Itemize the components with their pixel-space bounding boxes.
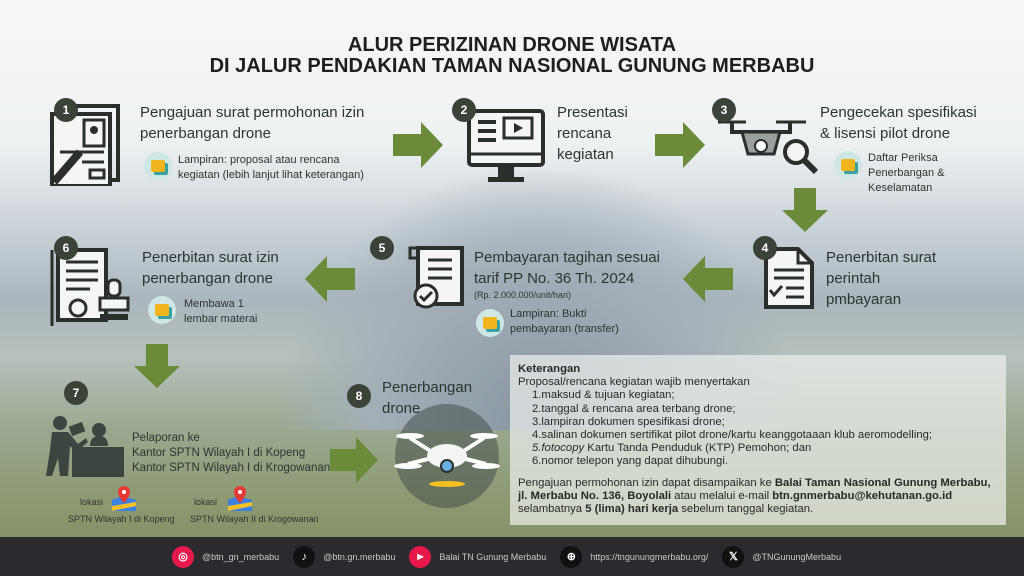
permit-stamp-icon bbox=[50, 248, 130, 326]
notes-list: 1.maksud & tujuan kegiatan; 2.tanggal & … bbox=[532, 389, 998, 468]
map-pin-icon[interactable] bbox=[110, 484, 138, 512]
notes-panel: Keterangan Proposal/rencana kegiatan waj… bbox=[510, 355, 1006, 525]
map-pin-icon[interactable] bbox=[226, 484, 254, 512]
title-line-1: ALUR PERIZINAN DRONE WISATA bbox=[347, 34, 677, 56]
step-1-badge: 1 bbox=[54, 98, 78, 122]
arrow-left-icon bbox=[683, 256, 733, 302]
footer-social-bar: ◎@btn_gn_merbabu ♪@btn.gn.merbabu ▶Balai… bbox=[0, 537, 1024, 576]
tiktok-link[interactable]: ♪@btn.gn.merbabu bbox=[293, 545, 395, 568]
arrow-right-icon bbox=[393, 122, 443, 168]
location-krogowanan[interactable]: SPTN Wilayah II di Krogowanan bbox=[190, 514, 319, 524]
step-4-badge: 4 bbox=[753, 236, 777, 260]
invoice-scroll-icon bbox=[408, 246, 464, 309]
arrow-down-icon bbox=[134, 344, 180, 388]
x-link[interactable]: 𝕏@TNGunungMerbabu bbox=[722, 545, 841, 568]
checklist-icon bbox=[834, 151, 862, 179]
arrow-left-icon bbox=[305, 256, 355, 302]
notes-item: 2.tanggal & rencana area terbang drone; bbox=[532, 402, 736, 415]
notes-item: 4.salinan dokumen sertifikat pilot drone… bbox=[532, 429, 933, 442]
step-3-title: Pengecekan spesifikasi& lisensi pilot dr… bbox=[820, 104, 977, 142]
step-5-badge: 5 bbox=[370, 236, 394, 260]
tiktok-icon: ♪ bbox=[293, 545, 316, 568]
notes-item: 1.maksud & tujuan kegiatan; bbox=[532, 389, 675, 402]
website-link[interactable]: ⊕https://tngunungmerbabu.org/ bbox=[560, 545, 708, 568]
instagram-link[interactable]: ◎@btn_gn_merbabu bbox=[172, 545, 279, 568]
notes-intro: Proposal/rencana kegiatan wajib menyerta… bbox=[518, 376, 750, 389]
x-icon: 𝕏 bbox=[722, 545, 745, 568]
arrow-right-icon bbox=[330, 437, 378, 483]
notes-item: 5.fotocopy Kartu Tanda Penduduk (KTP) Pe… bbox=[532, 442, 812, 455]
step-7-badge: 7 bbox=[64, 381, 88, 405]
location-label: lokasi bbox=[80, 497, 104, 507]
step-6-badge: 6 bbox=[54, 236, 78, 260]
drone-flight-icon bbox=[394, 404, 500, 508]
payment-order-document-icon bbox=[764, 247, 814, 309]
notes-submission: Pengajuan permohonan izin dapat disampai… bbox=[518, 476, 991, 516]
youtube-icon: ▶ bbox=[409, 545, 432, 568]
step-8-badge: 8 bbox=[347, 384, 371, 408]
arrow-down-icon bbox=[782, 188, 828, 232]
attachment-icon bbox=[144, 152, 172, 180]
step-5-fee: (Rp. 2.000.000/unit/hari) bbox=[474, 290, 572, 300]
attachment-icon bbox=[476, 309, 504, 337]
notes-item: 3.lampiran dokumen spesifikasi drone; bbox=[532, 415, 725, 428]
globe-icon: ⊕ bbox=[560, 545, 583, 568]
location-kopeng[interactable]: SPTN Wilayah I di Kopeng bbox=[68, 514, 175, 524]
youtube-link[interactable]: ▶Balai TN Gunung Merbabu bbox=[409, 545, 546, 568]
stamp-duty-icon bbox=[148, 296, 176, 324]
presentation-monitor-icon bbox=[467, 109, 545, 182]
email-link[interactable]: btn.gnmerbabu@kehutanan.go.id bbox=[772, 489, 953, 502]
reporting-office-icon bbox=[46, 416, 124, 477]
step-3-badge: 3 bbox=[712, 98, 736, 122]
arrow-right-icon bbox=[655, 122, 705, 168]
step-2-badge: 2 bbox=[452, 98, 476, 122]
application-document-icon bbox=[50, 104, 120, 186]
notes-heading: Keterangan bbox=[518, 363, 581, 375]
notes-item: 6.nomor telepon yang dapat dihubungi. bbox=[532, 455, 728, 468]
drone-inspection-icon bbox=[718, 120, 819, 175]
title-line-2: DI JALUR PENDAKIAN TAMAN NASIONAL GUNUNG… bbox=[209, 55, 815, 77]
instagram-icon: ◎ bbox=[172, 545, 194, 568]
location-label: lokasi bbox=[194, 497, 218, 507]
